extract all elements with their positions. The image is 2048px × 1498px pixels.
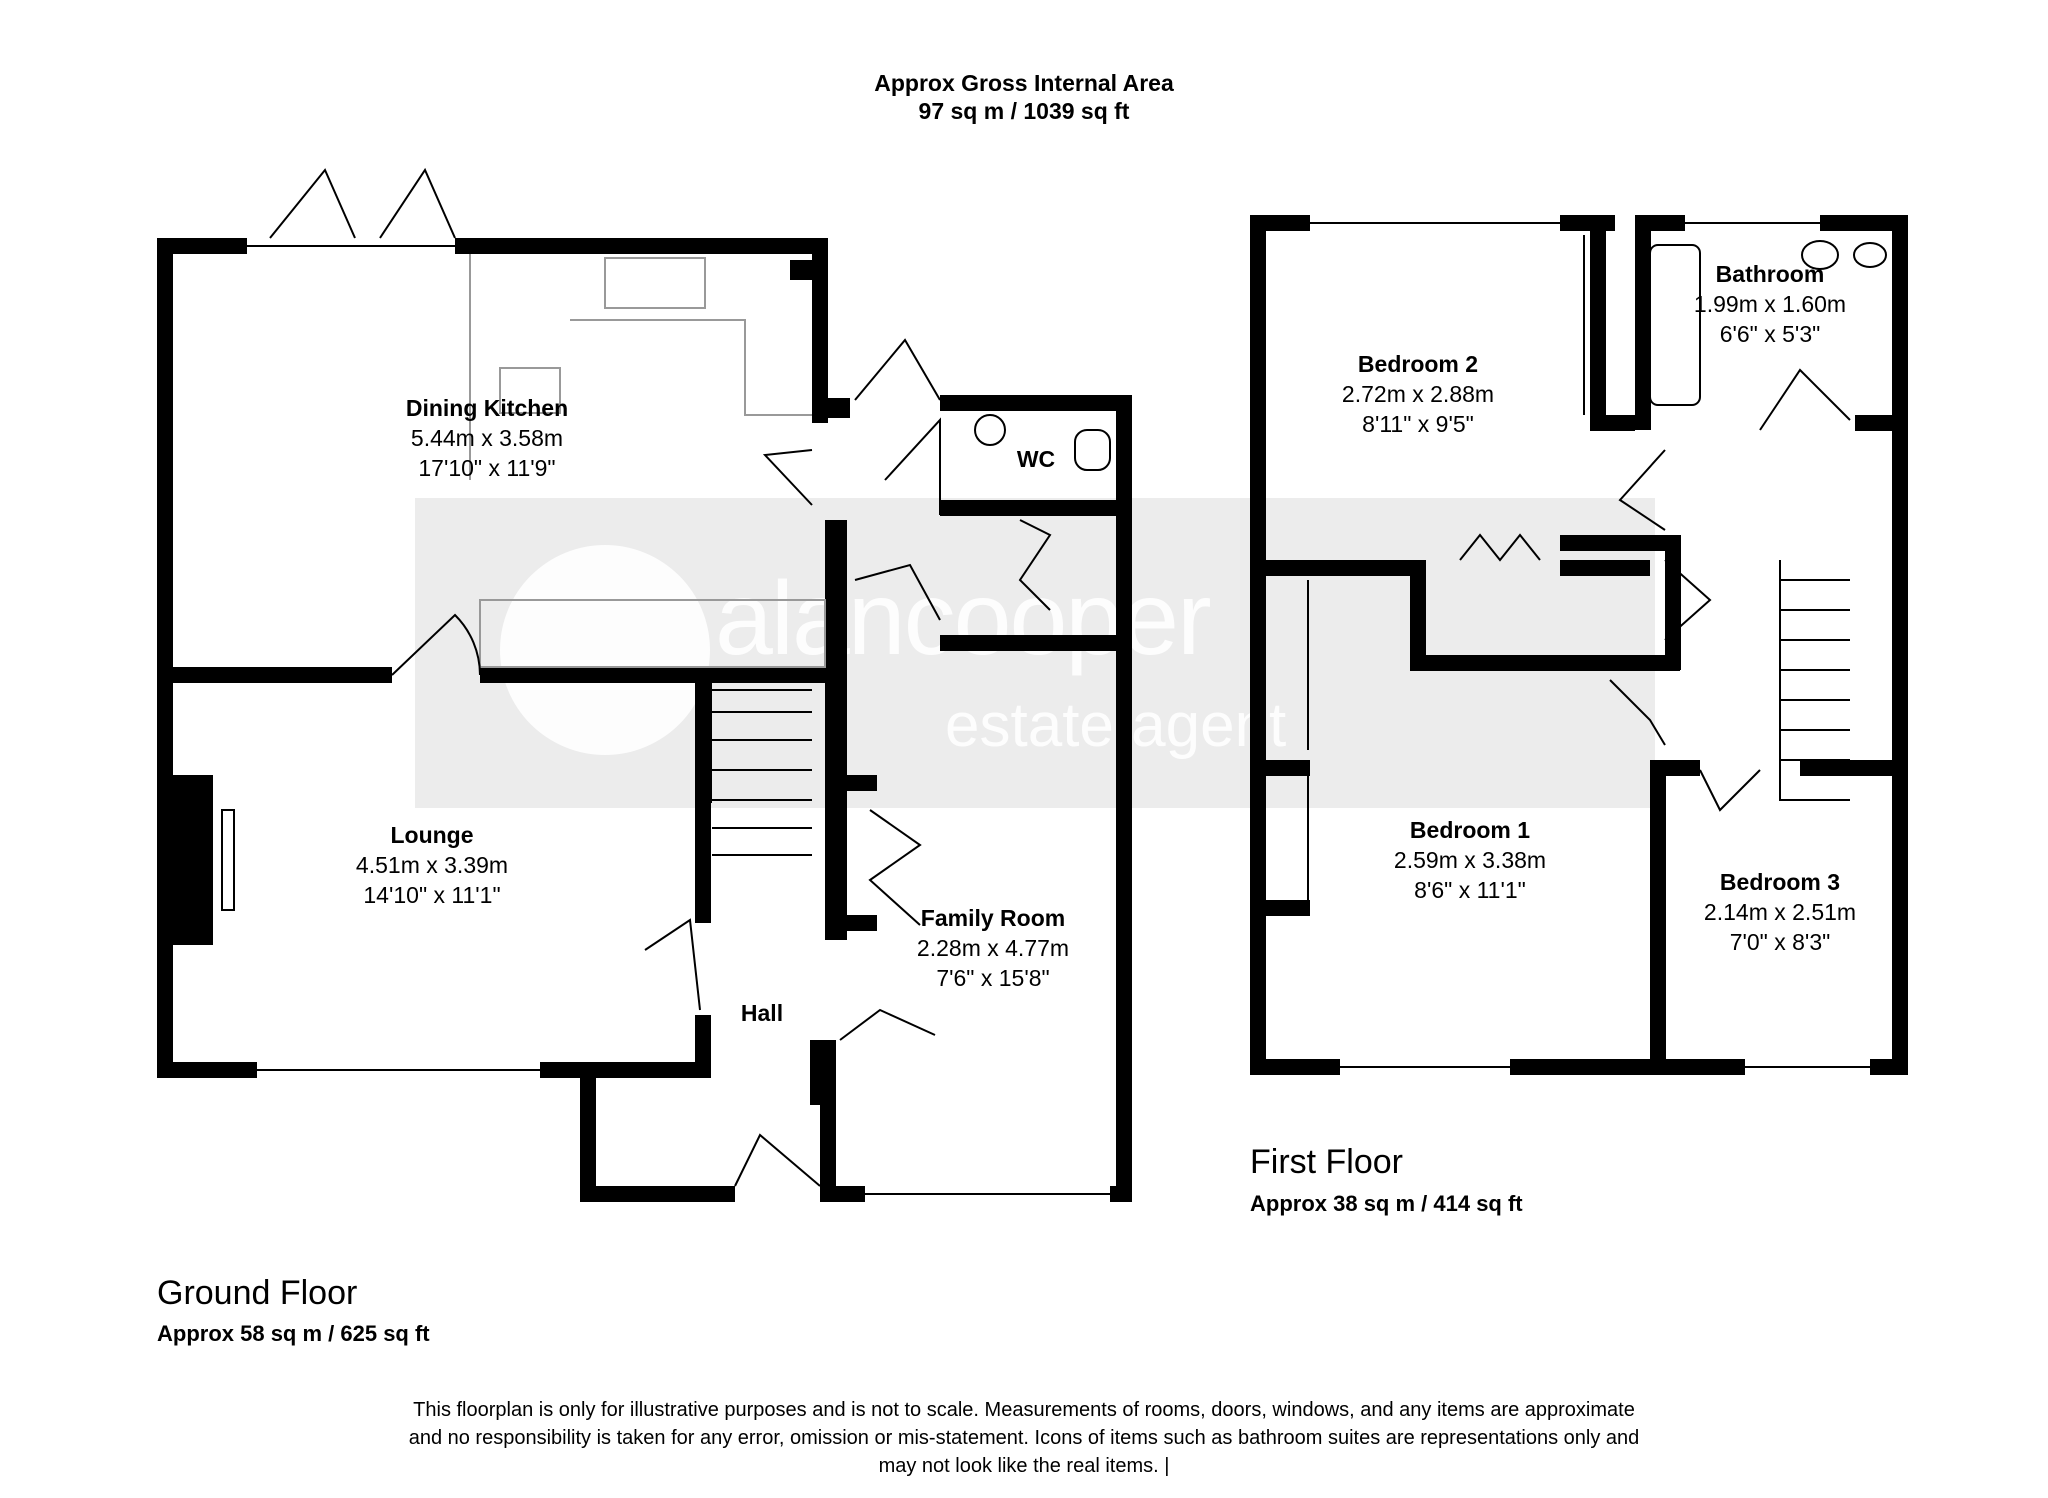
room-lounge: Lounge 4.51m x 3.39m 14'10" x 11'1"	[356, 820, 508, 910]
disclaimer-line-1: This floorplan is only for illustrative …	[413, 1399, 1635, 1421]
disclaimer: This floorplan is only for illustrative …	[300, 1396, 1748, 1480]
room-name: Bedroom 3	[1719, 869, 1841, 895]
first-floor-walls	[1250, 215, 1908, 1075]
room-name: Family Room	[920, 905, 1066, 931]
room-metric: 5.44m x 3.58m	[410, 425, 564, 451]
disclaimer-line-3: may not look like the real items. |	[878, 1455, 1170, 1477]
room-metric: 2.14m x 2.51m	[1703, 899, 1857, 925]
ground-floor-walls	[157, 238, 1132, 1202]
room-dining-kitchen: Dining Kitchen 5.44m x 3.58m 17'10" x 11…	[406, 393, 568, 483]
room-name: Bathroom	[1715, 261, 1825, 287]
gross-area-title: Approx Gross Internal Area	[874, 70, 1174, 96]
ground-floor-title: Ground Floor	[157, 1274, 358, 1312]
room-name: Bedroom 1	[1409, 817, 1531, 843]
room-metric: 1.99m x 1.60m	[1693, 291, 1847, 317]
room-bedroom-3: Bedroom 3 2.14m x 2.51m 7'0" x 8'3"	[1704, 867, 1856, 957]
first-floor-title: First Floor	[1250, 1143, 1403, 1181]
disclaimer-line-2: and no responsibility is taken for any e…	[408, 1427, 1640, 1449]
room-bedroom-2: Bedroom 2 2.72m x 2.88m 8'11" x 9'5"	[1342, 349, 1494, 439]
watermark-logo-icon	[500, 545, 710, 755]
room-family-room: Family Room 2.28m x 4.77m 7'6" x 15'8"	[917, 903, 1069, 993]
ground-floor-fireplace	[173, 775, 213, 945]
room-wc: WC	[1016, 446, 1056, 472]
room-name: Bedroom 2	[1357, 351, 1479, 377]
room-imperial: 7'0" x 8'3"	[1729, 929, 1831, 955]
room-metric: 2.28m x 4.77m	[916, 935, 1070, 961]
room-metric: 4.51m x 3.39m	[355, 852, 509, 878]
room-metric: 2.59m x 3.38m	[1393, 847, 1547, 873]
room-hall: Hall	[740, 1000, 784, 1026]
room-imperial: 8'11" x 9'5"	[1362, 411, 1474, 437]
room-imperial: 17'10" x 11'9"	[418, 455, 556, 481]
room-name: Dining Kitchen	[405, 395, 569, 421]
room-bathroom: Bathroom 1.99m x 1.60m 6'6" x 5'3"	[1694, 259, 1846, 349]
room-imperial: 8'6" x 11'1"	[1414, 877, 1526, 903]
gross-area-value: 97 sq m / 1039 sq ft	[918, 98, 1130, 124]
ground-floor-fixtures	[221, 167, 1111, 1195]
first-floor-fixtures	[1307, 222, 1901, 1068]
room-bedroom-1: Bedroom 1 2.59m x 3.38m 8'6" x 11'1"	[1394, 815, 1546, 905]
ground-floor-area: Approx 58 sq m / 625 sq ft	[157, 1321, 430, 1346]
room-name: Lounge	[390, 822, 474, 848]
room-metric: 2.72m x 2.88m	[1341, 381, 1495, 407]
room-imperial: 14'10" x 11'1"	[363, 882, 501, 908]
room-imperial: 7'6" x 15'8"	[936, 965, 1050, 991]
watermark-subtitle: estate agent	[945, 691, 1287, 760]
first-floor-area: Approx 38 sq m / 414 sq ft	[1250, 1191, 1523, 1216]
room-imperial: 6'6" x 5'3"	[1719, 321, 1821, 347]
